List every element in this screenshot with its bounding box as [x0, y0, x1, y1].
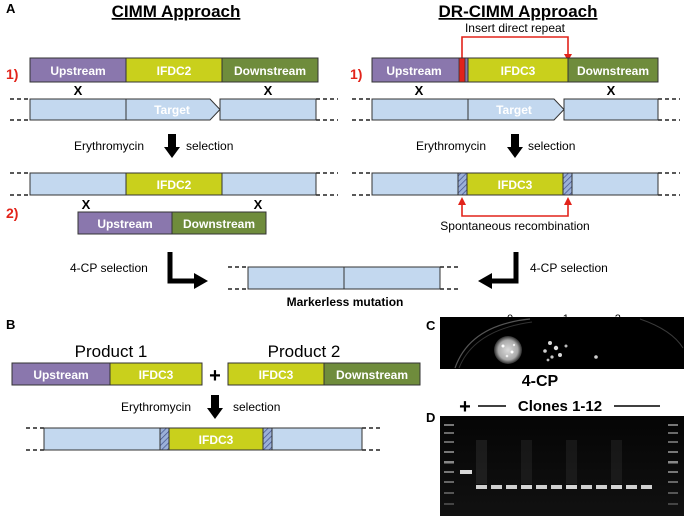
plate-caption: 4-CP [522, 373, 559, 390]
cimm-selection-arrow [164, 147, 180, 158]
clone-bands [476, 485, 652, 489]
panel-b-result: IFDC3 [26, 427, 380, 451]
colony-spot-10-2 [594, 355, 598, 359]
drcimm-construct-1: Upstream IFDC3 Downstream [371, 57, 659, 83]
cimm-crossover-right: X [264, 83, 273, 98]
cimm-selection-left: Erythromycin [74, 139, 144, 153]
cimm-target-arrow [125, 98, 221, 121]
drcimm-selection-left: Erythromycin [416, 139, 486, 153]
cimm-crossover-left: X [74, 83, 83, 98]
colony-spot-10-0 [494, 336, 522, 364]
drcimm-crossover-right: X [607, 83, 616, 98]
cimm-downstream-block [221, 57, 319, 83]
cimm-chromosome-1: Target [10, 98, 338, 121]
cimm-4cp-selection: 4-CP selection [70, 261, 148, 275]
cimm-chromosome-2: IFDC2 [10, 172, 338, 196]
markerless-label: Markerless mutation [287, 295, 404, 309]
drcimm-title: DR-CIMM Approach [439, 2, 598, 21]
product2-downstream: Downstream [336, 368, 408, 382]
markerless-chromosome [228, 266, 460, 290]
plate-image [440, 317, 684, 369]
plus-sign: + [209, 365, 221, 387]
cimm-target-label: Target [154, 103, 190, 117]
repeat-left [457, 172, 468, 196]
cimm-integrated-ifdc2-label: IFDC2 [157, 178, 192, 192]
recombination-label: Spontaneous recombination [440, 219, 589, 233]
product1-construct: Upstream IFDC3 [11, 362, 203, 386]
cimm-crossover2-right: X [254, 197, 263, 212]
clones-label: Clones 1-12 [518, 398, 602, 415]
drcimm-downstream-label: Downstream [577, 64, 649, 78]
cimm-selection-right: selection [186, 139, 233, 153]
panel-a-letter: A [6, 1, 16, 16]
cimm-ifdc2-label: IFDC2 [157, 64, 192, 78]
drcimm-step1-label: 1) [350, 66, 362, 82]
ladder-left [444, 424, 454, 505]
panel-b-selection-arrow [207, 408, 223, 419]
drcimm-4cp-arrow [490, 252, 519, 284]
cimm-ifdc2-block [125, 57, 223, 83]
drcimm-crossover-left: X [415, 83, 424, 98]
cimm-upstream-block [29, 57, 127, 83]
cimm-construct-2: Upstream Downstream [77, 211, 267, 235]
colony-spot-10-1 [543, 341, 568, 362]
insert-repeat-label: Insert direct repeat [465, 21, 566, 35]
ladder-right [668, 424, 678, 505]
drcimm-target-label: Target [496, 103, 532, 117]
drcimm-selection-right: selection [528, 139, 575, 153]
cimm-construct-1: Upstream IFDC2 Downstream [29, 57, 319, 83]
product2-label: Product 2 [268, 342, 341, 361]
cimm-step1-label: 1) [6, 66, 18, 82]
cimm-4cp-arrow [167, 252, 196, 284]
panel-d-letter: D [426, 410, 435, 425]
drcimm-ifdc3-label: IFDC3 [501, 64, 536, 78]
drcimm-integrated-ifdc3-label: IFDC3 [498, 178, 533, 192]
panel-b-selection-left: Erythromycin [121, 400, 191, 414]
gel-image [440, 416, 684, 516]
cimm-downstream2-label: Downstream [183, 217, 255, 231]
panel-b-letter: B [6, 317, 15, 332]
panel-b-selection-right: selection [233, 400, 280, 414]
cimm-upstream2-label: Upstream [97, 217, 152, 231]
drcimm-target-arrow [467, 98, 565, 121]
product1-ifdc3: IFDC3 [139, 368, 174, 382]
cimm-crossover2-left: X [82, 197, 91, 212]
positive-control-band [460, 470, 472, 474]
repeat-right [562, 172, 573, 196]
product2-construct: IFDC3 Downstream [227, 362, 421, 386]
panel-c-letter: C [426, 318, 436, 333]
drcimm-chromosome-1: Target [352, 98, 680, 121]
recombination-bracket [461, 202, 569, 217]
drcimm-selection-arrow [507, 147, 523, 158]
cimm-step2-label: 2) [6, 205, 18, 221]
cimm-upstream-label: Upstream [50, 64, 105, 78]
product1-label: Product 1 [75, 342, 148, 361]
cimm-downstream-label: Downstream [234, 64, 306, 78]
insert-repeat-bracket [461, 36, 569, 60]
positive-control-label: + [459, 396, 471, 418]
direct-repeat-marker [458, 57, 466, 83]
panel-b-result-ifdc3: IFDC3 [199, 433, 234, 447]
product1-upstream: Upstream [33, 368, 88, 382]
drcimm-4cp-selection: 4-CP selection [530, 261, 608, 275]
drcimm-chromosome-2: IFDC3 [352, 172, 680, 196]
product2-ifdc3: IFDC3 [259, 368, 294, 382]
cimm-title: CIMM Approach [112, 2, 241, 21]
drcimm-upstream-label: Upstream [386, 64, 441, 78]
